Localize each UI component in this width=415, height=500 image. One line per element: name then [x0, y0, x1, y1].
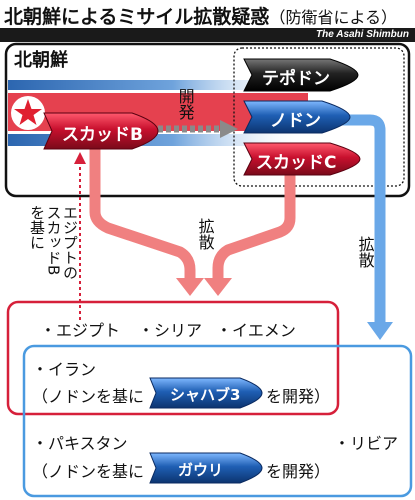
pakistan-note-prefix: （ノドンを基に [32, 462, 145, 481]
iran-note-suffix: を開発） [266, 387, 331, 406]
pakistan-note-suffix: を開発） [266, 462, 331, 481]
blue-region-box [22, 344, 413, 498]
country-libya: ・リビア [334, 434, 399, 453]
export-missiles-box [233, 47, 405, 187]
red-proliferation-arrows [89, 148, 296, 280]
country-syria: ・シリア [138, 321, 203, 340]
red-region-box [6, 300, 340, 416]
taepodong-label: テポドン [262, 69, 330, 89]
title-source: （防衛省による） [269, 8, 397, 27]
iran-note-prefix: （ノドンを基に [32, 387, 145, 406]
publisher-credit: The Asahi Shimbun [0, 28, 415, 42]
development-label: 開発 [175, 88, 195, 120]
egypt-dotted-arrow-head [74, 152, 86, 164]
ghauri-pill [149, 452, 263, 484]
nodong-label: ノドン [270, 111, 321, 131]
country-iran: ・イラン [32, 360, 97, 379]
country-yemen: ・イエメン [216, 321, 296, 340]
scud-b-missile [43, 112, 159, 150]
red-arrow-head-left [176, 278, 204, 296]
ghauri-label: ガウリ [178, 461, 224, 479]
blue-arrow-head [367, 322, 393, 340]
nodong-missile [243, 100, 351, 134]
country-egypt: ・エジプト [40, 321, 121, 340]
country-pakistan: ・パキスタン [32, 434, 128, 453]
red-arrow-head-right [204, 278, 232, 296]
north-korea-label: 北朝鮮 [14, 50, 68, 71]
blue-proliferation-arrow [340, 114, 386, 325]
proliferation-center-label: 拡散 [195, 218, 215, 250]
proliferation-right-label: 拡散 [355, 236, 375, 268]
title-main: 北朝鮮によるミサイル拡散疑惑 [4, 6, 270, 28]
diagram-title: 北朝鮮によるミサイル拡散疑惑（防衛省による） [4, 2, 397, 29]
scud-b-label: スカッドB [62, 125, 143, 145]
development-arrow-head [220, 120, 238, 138]
shahab3-pill [149, 377, 263, 409]
egypt-note: エジプトのスカッドBを基に [28, 205, 79, 280]
shahab3-label: シャハブ3 [170, 386, 241, 404]
scud-c-missile [243, 142, 361, 176]
scud-c-label: スカッドC [256, 153, 337, 173]
taepodong-missile [243, 58, 359, 92]
